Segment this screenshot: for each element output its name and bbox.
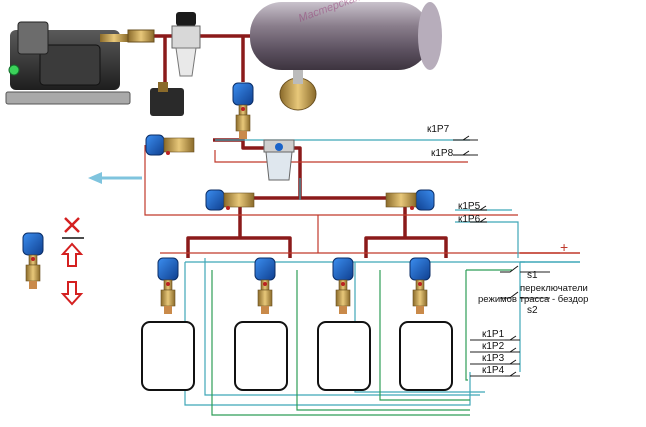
air-line-right-tee: [364, 205, 448, 258]
corner-valve-4: [399, 257, 453, 391]
wires-red: [144, 145, 560, 254]
switch-caption-line2: режимов трасса - бездор: [478, 294, 589, 305]
power-plus-label: +: [560, 239, 569, 255]
wires-black: [470, 139, 550, 377]
exhaust-arrow: [88, 172, 142, 184]
relay-label-k1p8: к1Р8: [431, 148, 454, 159]
relay-label-k1p6: к1Р6: [458, 214, 481, 225]
valve-exhaust: [145, 134, 195, 156]
receiver-tank: [250, 2, 442, 111]
filter-regulator: [127, 12, 201, 77]
wires-green: [211, 269, 512, 416]
valve-rail-left: [205, 189, 255, 211]
relay-label-k1p7: к1Р7: [427, 124, 450, 135]
relay-label-k1p3: к1Р3: [482, 353, 505, 364]
relay-contacts: [453, 135, 519, 377]
switch-caption-line1: переключатели: [520, 283, 588, 294]
switch-label-s1: s1: [527, 270, 538, 281]
legend: [22, 217, 84, 306]
relay-label-k1p4: к1Р4: [482, 365, 505, 376]
legend-valve-icon: [22, 232, 44, 290]
pressure-switch: [150, 82, 184, 116]
water-separator: [263, 139, 295, 181]
corner-valve-2: [234, 257, 288, 391]
relay-label-k1p2: к1Р2: [482, 341, 505, 352]
arrow-down-icon: [60, 281, 84, 306]
valve-tank-outlet: [232, 82, 254, 140]
valve-rail-right: [385, 189, 435, 211]
close-x-icon: [64, 217, 80, 233]
power-line: [520, 252, 580, 263]
switch-label-s2: s2: [527, 305, 538, 316]
arrow-up-icon: [60, 242, 84, 267]
compressor: [5, 21, 131, 105]
relay-label-k1p5: к1Р5: [458, 201, 481, 212]
corner-valve-1: [141, 257, 195, 391]
corner-valve-3: [317, 257, 371, 391]
air-line-left-tee: [186, 205, 292, 258]
relay-label-k1p1: к1Р1: [482, 329, 505, 340]
